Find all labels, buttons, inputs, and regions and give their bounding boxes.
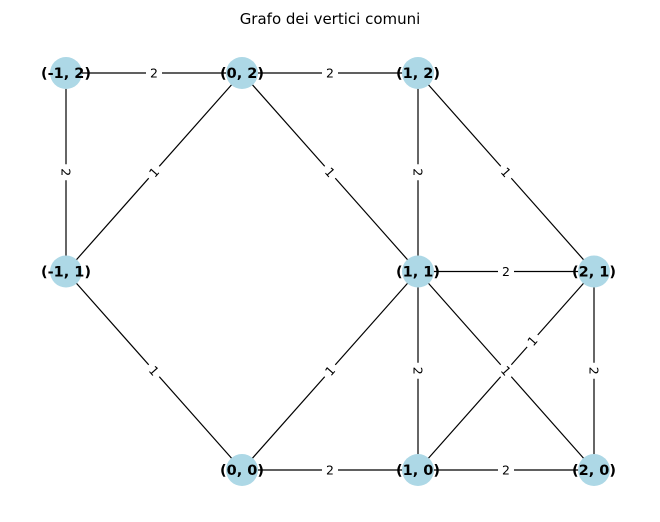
edge-label-background [58, 164, 74, 181]
edge-label-background [142, 359, 166, 383]
edge-weight-text: 2 [502, 463, 510, 478]
edge-label-background [322, 65, 338, 81]
edge-label-background [498, 462, 514, 478]
edge-weight-label: 1 [494, 359, 518, 383]
graph-node: (-1, 2) [41, 57, 91, 89]
edge-weight-text: 2 [411, 367, 426, 375]
node-circle [578, 454, 610, 486]
graph-node: (2, 1) [572, 255, 616, 288]
edge-label-background [410, 164, 426, 181]
graph-title: Grafo dei vertici comuni [240, 10, 421, 28]
edge-weight-label: 2 [322, 462, 338, 478]
node-label: (1, 0) [396, 463, 440, 479]
node-circle [50, 57, 82, 89]
graph-node: (0, 2) [220, 57, 264, 89]
edge-label-background [318, 359, 342, 383]
edge-label-background [498, 263, 514, 280]
edge-label-background [142, 160, 166, 184]
edge-weight-label: 2 [586, 362, 602, 379]
graph-node: (0, 0) [220, 454, 264, 486]
graph-node: (2, 0) [572, 454, 616, 486]
edge-weight-label: 2 [322, 65, 338, 81]
edge-label-background [146, 65, 162, 81]
node-label: (-1, 2) [41, 66, 91, 82]
node-label: (0, 0) [220, 463, 264, 479]
edge-weight-label: 1 [142, 359, 166, 383]
edge-label-background [586, 362, 602, 379]
node-circle [402, 255, 434, 288]
node-circle [402, 454, 434, 486]
graph-node: (-1, 1) [41, 255, 91, 288]
edge-weight-text: 2 [587, 367, 602, 375]
edge-weight-text: 2 [502, 264, 510, 279]
edge-label-background [318, 160, 342, 184]
graph-node: (1, 2) [396, 57, 440, 89]
edge-label-background [494, 160, 518, 184]
edge-weight-label: 2 [146, 65, 162, 81]
edge-weight-label: 2 [410, 362, 426, 379]
graph-node: (1, 0) [396, 454, 440, 486]
node-circle [402, 57, 434, 89]
edge-weight-text: 2 [326, 463, 334, 478]
node-label: (1, 2) [396, 66, 440, 82]
edge-label-background [322, 462, 338, 478]
edge-weight-label: 2 [410, 164, 426, 181]
node-label: (0, 2) [220, 66, 264, 82]
edge-weight-text: 2 [59, 168, 74, 176]
node-label: (2, 1) [572, 265, 616, 281]
edge-weight-label: 1 [318, 160, 342, 184]
edge-weight-label: 1 [142, 160, 166, 184]
edge-weight-label: 2 [58, 164, 74, 181]
node-circle [50, 255, 82, 288]
edge-weight-label: 2 [498, 462, 514, 478]
edge-weight-text: 2 [150, 66, 158, 81]
edge-weight-text: 2 [411, 168, 426, 176]
edge-weight-label: 1 [521, 329, 544, 353]
edge-label-background [521, 329, 544, 353]
node-circle [226, 454, 258, 486]
edge-weight-text: 2 [326, 66, 334, 81]
node-circle [578, 255, 610, 288]
node-label: (2, 0) [572, 463, 616, 479]
node-label: (-1, 1) [41, 265, 91, 281]
edge-label-background [410, 362, 426, 379]
edge-weight-label: 1 [318, 359, 342, 383]
node-circle [226, 57, 258, 89]
graph-node: (1, 1) [396, 255, 440, 288]
edge-weight-label: 1 [494, 160, 518, 184]
edge-weight-label: 2 [498, 263, 514, 280]
node-label: (1, 1) [396, 265, 440, 281]
edge-label-background [494, 359, 518, 383]
